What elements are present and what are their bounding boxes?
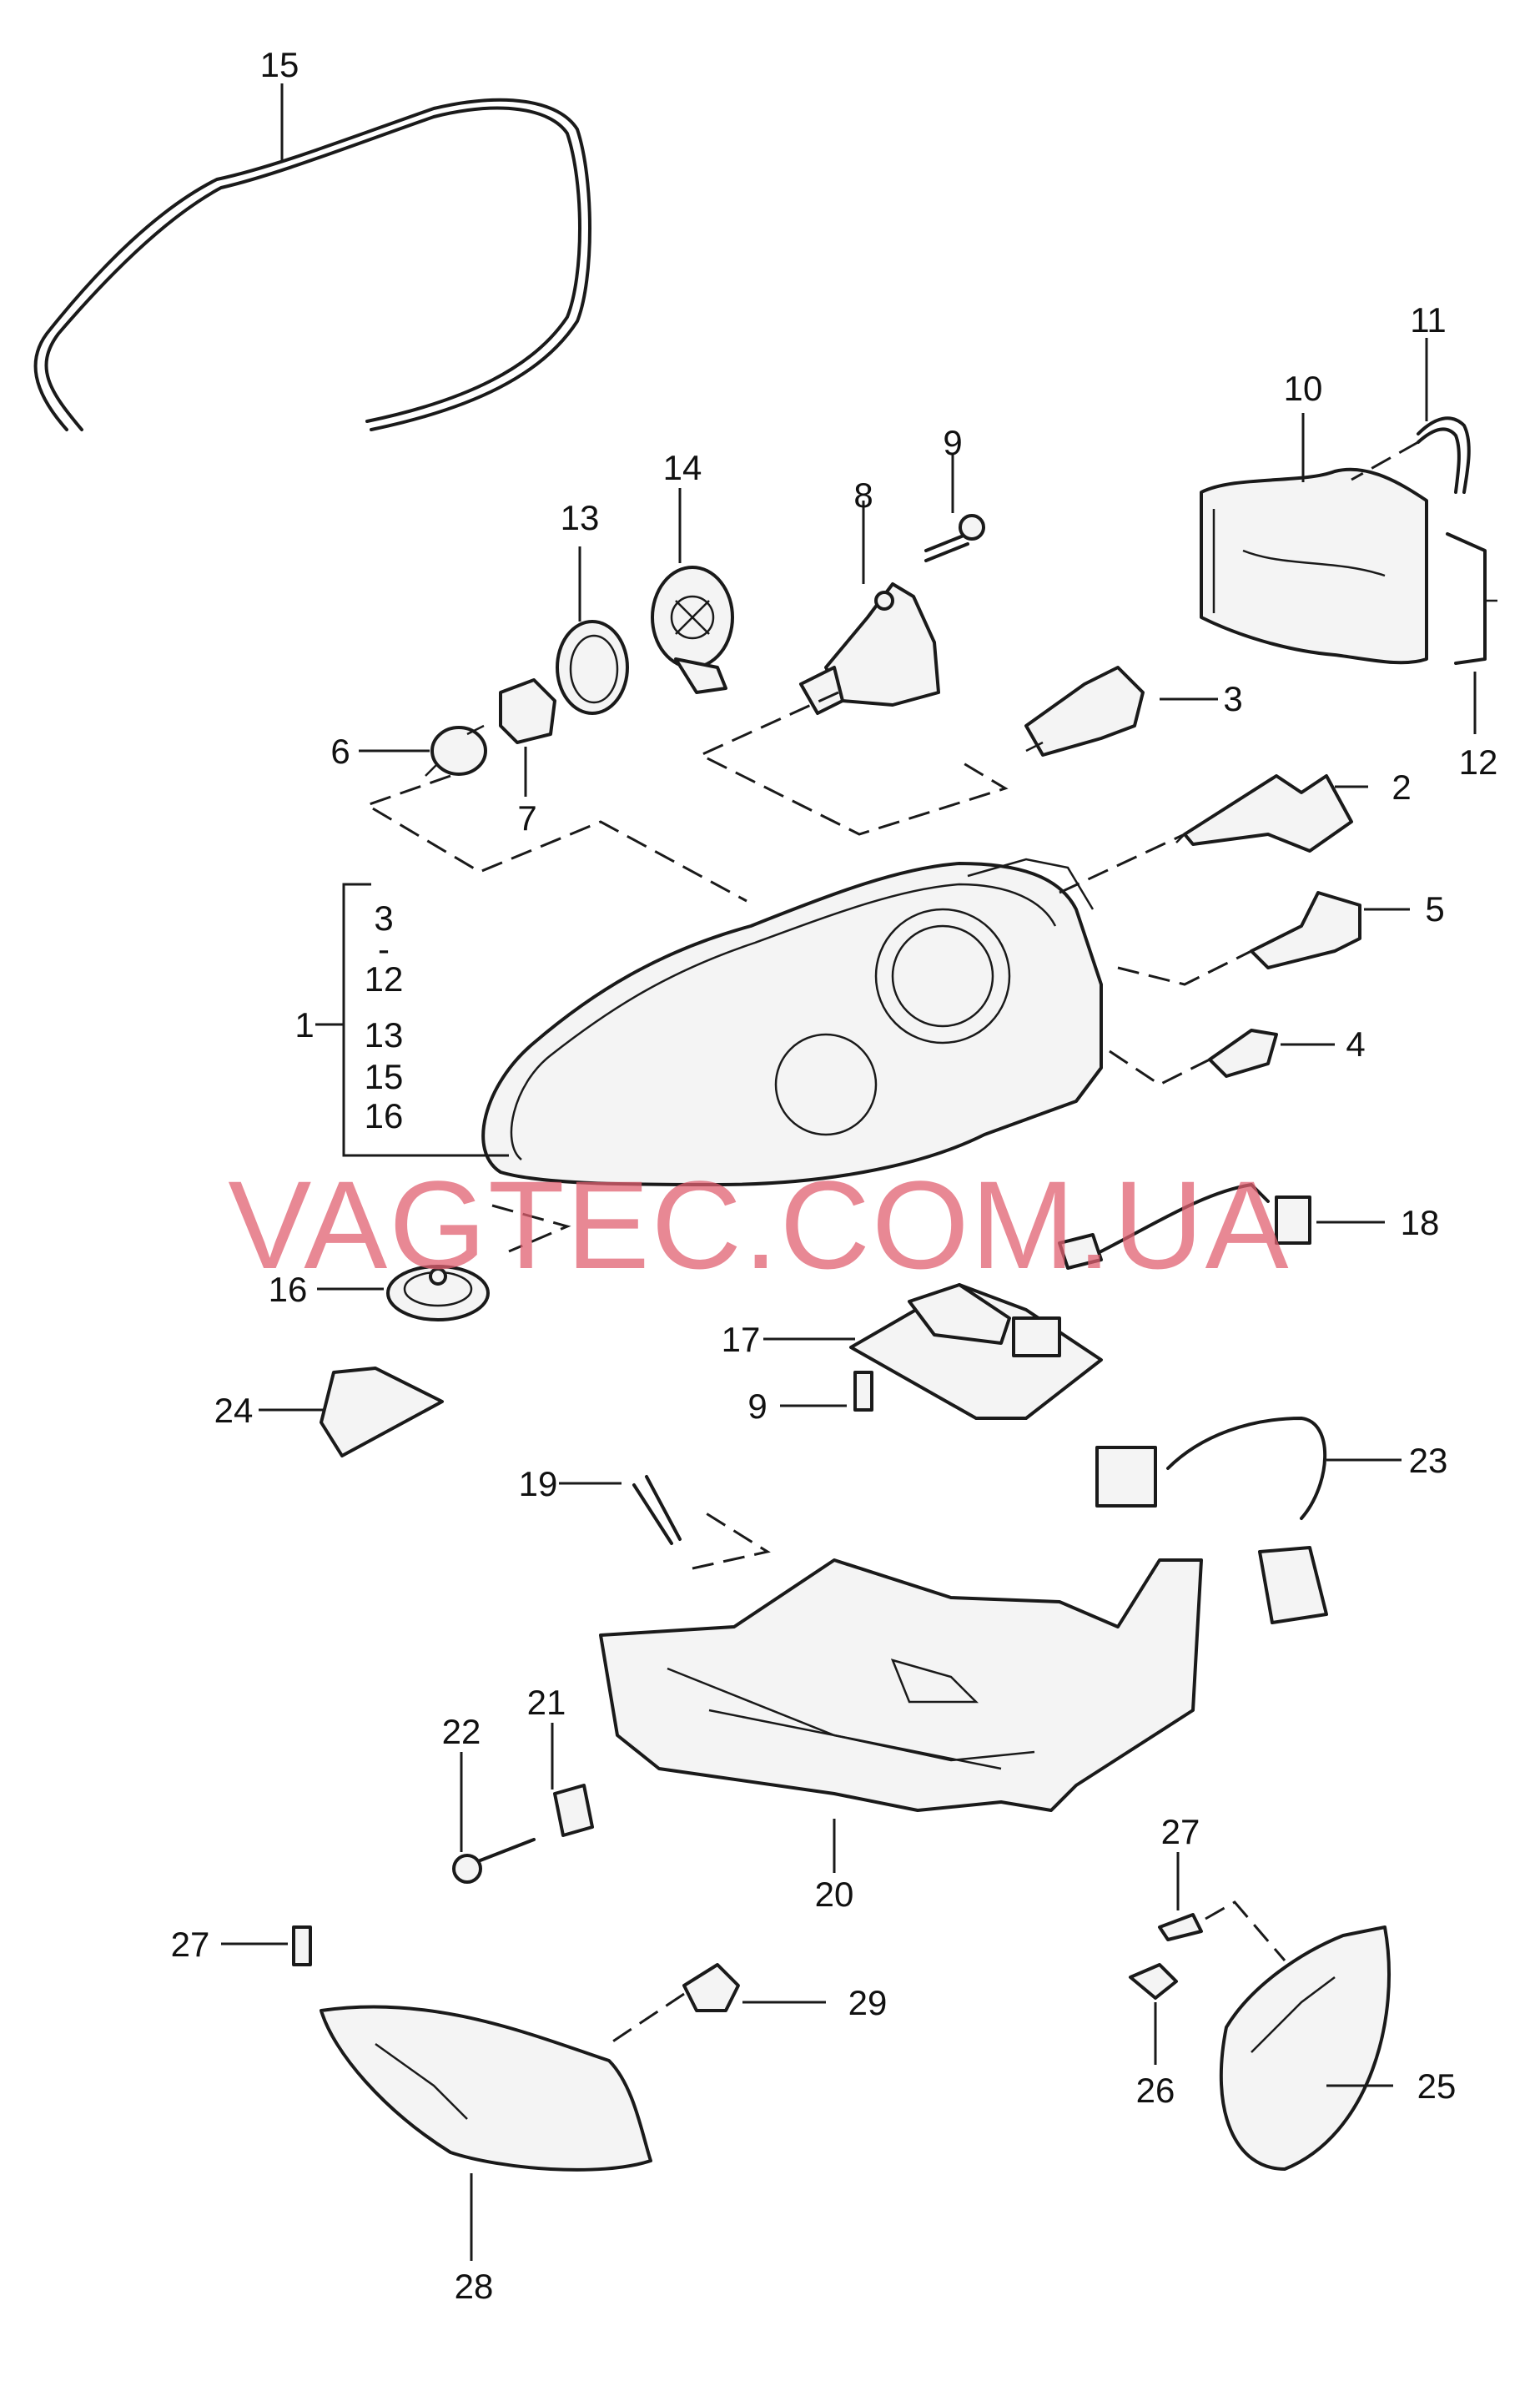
callout-9-top: 9 (943, 423, 962, 462)
bracket-list (315, 883, 509, 1157)
assembly-lines (364, 691, 1252, 1253)
fog-bulb-part (608, 1963, 826, 2046)
bolt-part-top (924, 455, 985, 562)
callout-1: 1 (294, 1005, 314, 1044)
callout-9-mid: 9 (747, 1387, 767, 1426)
wiring-harness-part (1058, 1183, 1385, 1270)
bracket-range-dash: - (378, 929, 390, 969)
bulb-socket-part (499, 678, 556, 797)
bolt-part-mid (780, 1371, 873, 1412)
headlight-assembly-part (481, 858, 1103, 1186)
pad-part (259, 1367, 444, 1457)
callout-17: 17 (722, 1320, 761, 1359)
side-marker-lamp-part (1219, 1925, 1393, 2171)
callout-labels: 15 14 13 8 9 10 11 12 3 2 5 4 6 7 1 3 - … (171, 45, 1498, 2306)
mounting-bracket-part (599, 1508, 1203, 1873)
callout-22: 22 (442, 1712, 481, 1751)
callout-4: 4 (1346, 1024, 1365, 1064)
lamp-cap-part (651, 488, 734, 694)
bulb-socket-bracket-part (799, 501, 940, 715)
callout-11: 11 (1410, 300, 1447, 340)
callout-14: 14 (663, 448, 702, 487)
callout-2: 2 (1392, 768, 1411, 807)
control-unit-part (763, 1283, 1103, 1420)
bracket-range-start: 3 (374, 899, 393, 938)
xenon-bulb-part (1175, 774, 1368, 853)
flanged-bulb-part (1250, 891, 1410, 969)
bulb-holder-ring-part (556, 546, 629, 715)
halogen-bulb-part (1024, 666, 1218, 757)
callout-21: 21 (527, 1683, 566, 1722)
callout-27-left: 27 (171, 1925, 210, 1964)
bushing-part (551, 1723, 594, 1837)
callout-3: 3 (1223, 679, 1242, 718)
callout-28: 28 (455, 2267, 494, 2306)
wedge-bulb-part (1208, 1029, 1335, 1078)
screw-part-left (221, 1925, 312, 1966)
callout-24: 24 (214, 1391, 254, 1430)
bracket-item-13: 13 (365, 1015, 404, 1055)
bracket-item-15: 15 (365, 1057, 404, 1096)
callout-25: 25 (1417, 2066, 1457, 2106)
callout-15: 15 (260, 45, 299, 84)
headlight-cover-part (1200, 413, 1428, 665)
vent-hose-part (1351, 338, 1471, 494)
cap-part (317, 1265, 490, 1321)
bracket-range-end: 12 (365, 959, 404, 999)
bracket-item-16: 16 (365, 1096, 404, 1135)
callout-29: 29 (848, 1983, 888, 2022)
callout-8: 8 (853, 476, 873, 515)
callout-6: 6 (330, 732, 350, 771)
callout-12: 12 (1459, 742, 1498, 782)
callout-23: 23 (1409, 1441, 1448, 1480)
callout-26: 26 (1136, 2071, 1175, 2110)
marker-bulb-part (1129, 1963, 1178, 2065)
small-bulb-part (359, 724, 487, 777)
watermark-text: VAGTEC.COM.UA (228, 1155, 1290, 1295)
callout-18: 18 (1401, 1203, 1440, 1242)
callout-27-right: 27 (1161, 1812, 1200, 1851)
cable-connector-part (1095, 1417, 1402, 1624)
callout-7: 7 (517, 798, 536, 838)
seal-strip-part (33, 83, 591, 431)
retaining-clip-part (1446, 532, 1497, 734)
callout-10: 10 (1284, 369, 1323, 408)
callout-13: 13 (561, 498, 600, 537)
callout-5: 5 (1425, 889, 1444, 929)
callout-19: 19 (519, 1464, 558, 1503)
bolt-part-bottom (452, 1752, 536, 1884)
fog-lamp-part (320, 2005, 652, 2261)
callout-20: 20 (815, 1875, 854, 1914)
callout-16: 16 (269, 1270, 308, 1309)
spring-part (559, 1475, 682, 1545)
screw-part-right (1158, 1852, 1286, 1961)
